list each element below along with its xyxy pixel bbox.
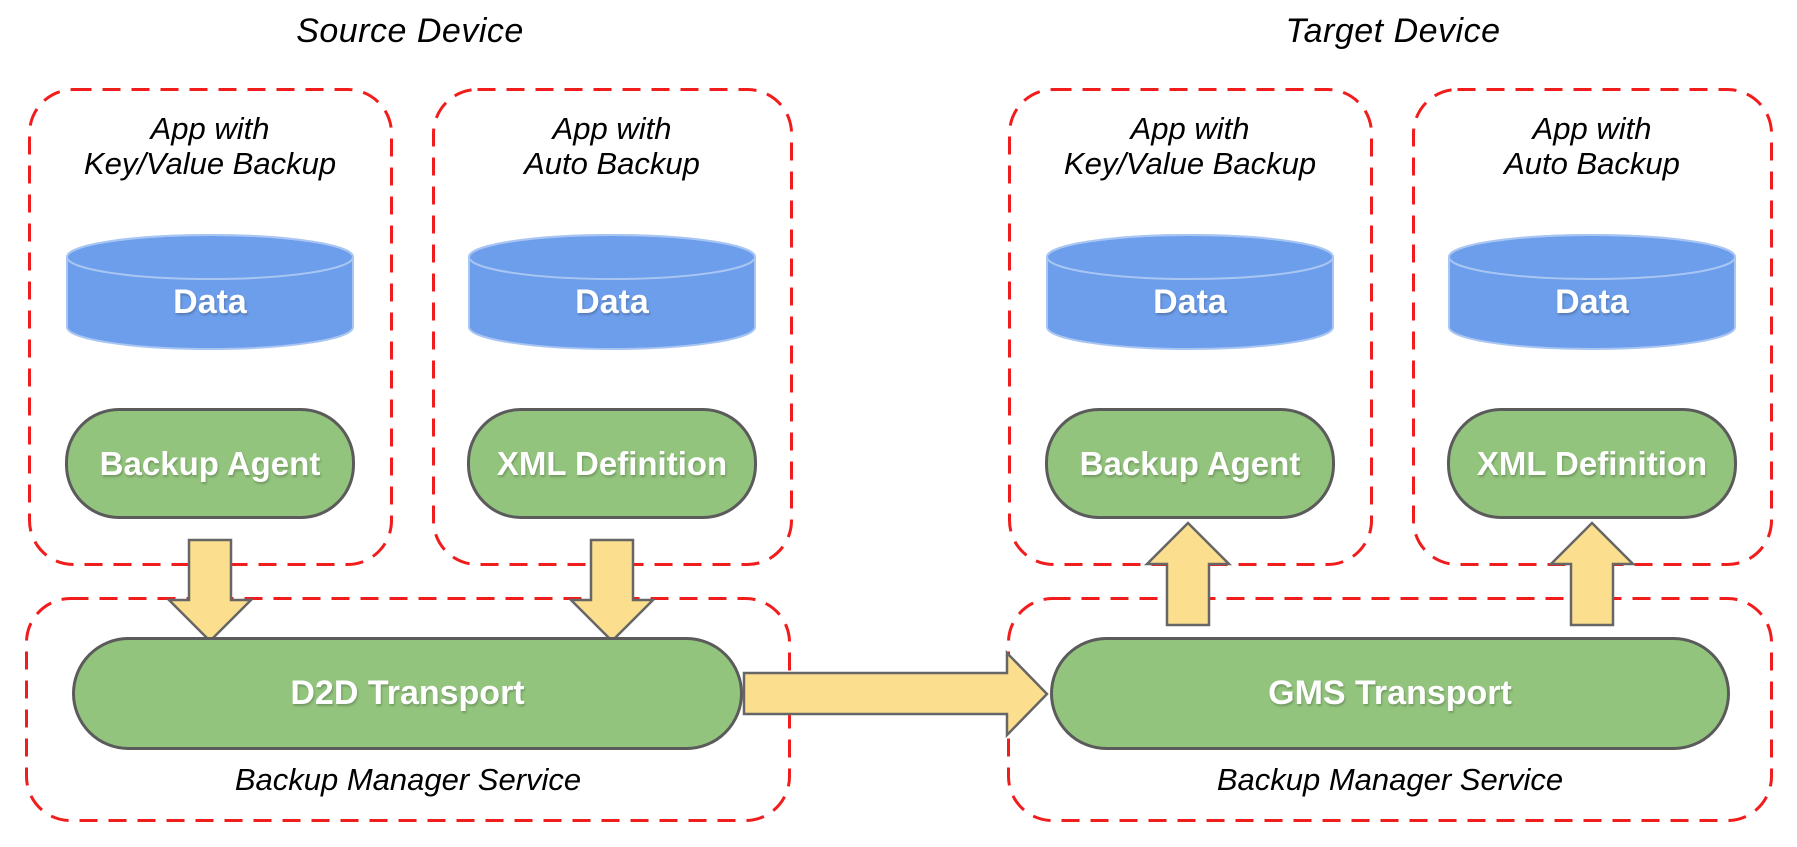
app-label-target-auto: App with Auto Backup xyxy=(1412,111,1772,181)
app-label-line1: App with xyxy=(150,111,270,146)
backup-manager-service-label-target: Backup Manager Service xyxy=(1216,762,1564,797)
service-box-target xyxy=(1007,597,1773,822)
app-label-line2: Key/Value Backup xyxy=(1063,146,1317,181)
app-label-line2: Auto Backup xyxy=(524,146,700,181)
data-cylinder-target-keyvalue xyxy=(1046,234,1334,350)
data-label-target-keyvalue: Data xyxy=(1153,283,1227,321)
xml-definition-pill-source: XML Definition xyxy=(467,408,757,519)
data-label-target-auto: Data xyxy=(1555,283,1629,321)
dashed-border xyxy=(1007,597,1773,822)
backup-agent-pill-source: Backup Agent xyxy=(65,408,355,519)
app-label-source-auto: App with Auto Backup xyxy=(432,111,792,181)
arrow-shape xyxy=(567,538,657,643)
app-label-line1: App with xyxy=(1130,111,1250,146)
service-box-source xyxy=(25,597,791,822)
arrow-shape xyxy=(1547,521,1637,627)
source-device-title: Source Device xyxy=(296,12,524,50)
app-label-line1: App with xyxy=(552,111,672,146)
d2d-transport-pill: D2D Transport xyxy=(72,637,743,750)
arrow-shape xyxy=(165,538,255,643)
arrow-up-gms-to-backup-agent xyxy=(1143,521,1233,627)
arrow-shape xyxy=(742,649,1049,739)
gms-transport-pill: GMS Transport xyxy=(1050,637,1730,750)
data-cylinder-source-auto xyxy=(468,234,756,350)
app-label-target-keyvalue: App with Key/Value Backup xyxy=(1010,111,1370,181)
backup-agent-pill-target: Backup Agent xyxy=(1045,408,1335,519)
data-label-source-auto: Data xyxy=(575,283,649,321)
arrow-shape xyxy=(1143,521,1233,627)
data-cylinder-target-auto xyxy=(1448,234,1736,350)
arrow-up-gms-to-xml-definition xyxy=(1547,521,1637,627)
target-device-title: Target Device xyxy=(1285,12,1501,50)
backup-manager-service-label-source: Backup Manager Service xyxy=(234,762,582,797)
data-cylinder-source-keyvalue xyxy=(66,234,354,350)
cylinder-top xyxy=(468,234,756,280)
data-label-source-keyvalue: Data xyxy=(173,283,247,321)
app-label-source-keyvalue: App with Key/Value Backup xyxy=(30,111,390,181)
arrow-down-xml-definition-to-d2d xyxy=(567,538,657,643)
arrow-down-backup-agent-to-d2d xyxy=(165,538,255,643)
arrow-right-d2d-to-gms xyxy=(742,649,1049,739)
cylinder-top xyxy=(1046,234,1334,280)
app-label-line1: App with xyxy=(1532,111,1652,146)
app-label-line2: Key/Value Backup xyxy=(83,146,337,181)
dashed-border xyxy=(25,597,791,822)
xml-definition-pill-target: XML Definition xyxy=(1447,408,1737,519)
app-label-line2: Auto Backup xyxy=(1504,146,1680,181)
cylinder-top xyxy=(66,234,354,280)
cylinder-top xyxy=(1448,234,1736,280)
